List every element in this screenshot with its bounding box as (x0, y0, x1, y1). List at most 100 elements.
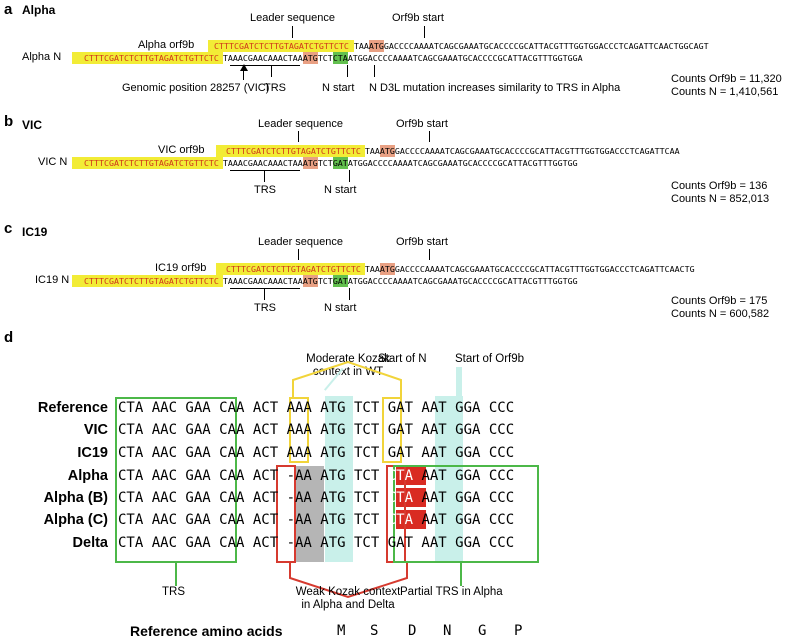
panel-a-orf9b-start-label: Orf9b start (392, 12, 444, 24)
amino-acid: G (478, 623, 487, 638)
weak-kozak-chevron (289, 562, 408, 599)
start-of-orf9b-shading (435, 396, 463, 562)
panel-b-orf9b-start-label: Orf9b start (396, 118, 448, 130)
seq-segment: ATGGACCCCAAAATCAGCGAAATGCACCCCGCATTACGTT… (347, 276, 578, 286)
panel-d-letter: d (4, 329, 14, 346)
seq-segment: GACCCCAAAATCAGCGAAATGCACCCCGCATTACGTTTGG… (394, 146, 680, 156)
codon-row-delta: CTA AAC GAA CAA ACT -AA ATG TCT GAT AAT … (118, 535, 515, 551)
kozak-wt-box-right (382, 397, 402, 463)
seq-segment: TCT (317, 276, 333, 286)
panel-c-row1-seq: CTTTCGATCTCTTGTAGATCTGTTCTC TAA ATG GACC… (216, 263, 695, 275)
partial-trs-label: Partial TRS in Alpha (400, 586, 503, 598)
arrow-up-icon (240, 64, 248, 71)
seq-segment: TAA (353, 41, 369, 51)
panel-a-title: Alpha (22, 3, 56, 17)
panel-c-orf9b-tick (429, 249, 431, 260)
panel-b-trs-label: TRS (254, 184, 276, 196)
trs-bottom-label: TRS (162, 586, 185, 598)
mutation-codon: CTA (332, 52, 348, 64)
panel-b-letter: b (4, 113, 14, 130)
codon-segment: CTA AAC GAA CAA ACT -AA ATG TCT (118, 490, 388, 506)
panel-c-title: IC19 (22, 225, 48, 239)
panel-a-mutation-tick (374, 65, 376, 77)
panel-c-counts-orf9b: Counts Orf9b = 175 (671, 295, 768, 307)
deletion-shading (294, 466, 324, 562)
panel-a-letter: a (4, 1, 13, 18)
panel-a-genomic-label: Genomic position 28257 (VIC) (122, 82, 270, 94)
leader-highlight: CTTTCGATCTCTTGTAGATCTGTTCTC (72, 157, 223, 169)
panel-b-row1-seq: CTTTCGATCTCTTGTAGATCTGTTCTC TAA ATG GACC… (216, 145, 680, 157)
seq-segment: TAA (364, 264, 380, 274)
weak-kozak-box-left (276, 465, 296, 563)
codon-row-ic19: CTA AAC GAA CAA ACT AAA ATG TCT GAT AAT … (118, 445, 515, 461)
panel-c-leader-label: Leader sequence (258, 236, 344, 248)
start-of-orf9b-pointer (456, 367, 462, 396)
panel-c-counts-n: Counts N = 600,582 (671, 308, 770, 320)
panel-b-trs-tick (264, 170, 266, 182)
trs-box (115, 397, 237, 563)
panel-a-orf9b-tick (424, 26, 426, 38)
mutated-codon: CTA (387, 512, 414, 528)
panel-a-trs-label: TRS (264, 82, 286, 94)
panel-a-nstart-tick (347, 65, 349, 77)
mutated-codon: CTA (387, 468, 414, 484)
codon-row-alpha-b: CTA AAC GAA CAA ACT -AA ATG TCT CTA AAT … (118, 488, 514, 508)
panel-a-leader-label: Leader sequence (250, 12, 336, 24)
panel-b-row1-label: VIC orf9b (158, 144, 205, 156)
seq-segment: ATGGACCCCAAAATCAGCGAAATGCACCCCGCATTACGTT… (347, 53, 583, 63)
panel-b-orf9b-tick (429, 131, 431, 142)
orf9b-start-codon: ATG (379, 145, 395, 157)
orf9b-start-codon: ATG (379, 263, 395, 275)
gat-codon: GAT (332, 157, 348, 169)
panel-c-row2-label: IC19 N (35, 274, 70, 286)
panel-a-counts-orf9b: Counts Orf9b = 11,320 (671, 73, 782, 85)
seq-segment: TCT (317, 158, 333, 168)
amino-acid: M (337, 623, 346, 638)
codon-row-vic: CTA AAC GAA CAA ACT AAA ATG TCT GAT AAT … (118, 422, 515, 438)
codon-segment: CTA AAC GAA CAA ACT -AA ATG TCT (118, 512, 388, 528)
panel-c-row1-label: IC19 orf9b (155, 262, 207, 274)
amino-acid: D (408, 623, 417, 638)
row-label-reference: Reference (37, 400, 108, 416)
panel-b-row2-label: VIC N (38, 156, 68, 168)
panel-c-letter: c (4, 220, 13, 237)
panel-b-nstart-label: N start (324, 184, 357, 196)
panel-c-trs-tick (264, 288, 266, 300)
codon-segment: CTA AAC GAA CAA ACT -AA ATG TCT (118, 468, 388, 484)
seq-segment: ATGGACCCCAAAATCAGCGAAATGCACCCCGCATTACGTT… (347, 158, 578, 168)
panel-a-leader-tick (292, 26, 294, 38)
panel-b-counts-n: Counts N = 852,013 (671, 193, 770, 205)
panel-a-arrow-shaft (243, 70, 245, 80)
reference-amino-acids-title: Reference amino acids (130, 623, 283, 638)
panel-a-row1-seq: CTTTCGATCTCTTGTAGATCTGTTCTC TAA ATG GACC… (208, 40, 709, 52)
codon-segment: AAT GGA CCC (413, 468, 515, 484)
kozak-wt-box-left (289, 397, 309, 463)
panel-c-trs-label: TRS (254, 302, 276, 314)
leader-highlight: CTTTCGATCTCTTGTAGATCTGTTCTC (72, 52, 223, 64)
leader-highlight: CTTTCGATCTCTTGTAGATCTGTTCTC (72, 275, 223, 287)
panel-c-leader-tick (298, 249, 300, 260)
seq-segment: GACCCCAAAATCAGCGAAATGCACCCCGCATTACGTTTGG… (394, 264, 695, 274)
panel-c-orf9b-start-label: Orf9b start (396, 236, 448, 248)
n-start-codon: ATG (302, 157, 318, 169)
panel-a-mutation-label: N D3L mutation increases similarity to T… (369, 82, 621, 94)
seq-segment: TCT (317, 53, 333, 63)
panel-c-nstart-tick (349, 288, 351, 300)
mutation-fill (396, 488, 426, 507)
partial-trs-box (393, 465, 539, 563)
panel-c-row2-seq: CTTTCGATCTCTTGTAGATCTGTTCTC TAAACGAACAAA… (72, 275, 578, 287)
mutation-fill (396, 510, 426, 529)
panel-a-nstart-label: N start (322, 82, 355, 94)
codon-segment: AAT GGA CCC (413, 490, 515, 506)
row-label-alpha-b: Alpha (B) (43, 490, 108, 506)
panel-b-title: VIC (22, 118, 43, 132)
panel-a-counts-n: Counts N = 1,410,561 (671, 86, 779, 98)
start-of-orf9b-label: Start of Orf9b (455, 353, 525, 365)
seq-segment: GACCCCAAAATCAGCGAAATGCACCCCGCATTACGTTTGG… (383, 41, 709, 51)
amino-acid: P (514, 623, 523, 638)
panel-b-counts-orf9b: Counts Orf9b = 136 (671, 180, 768, 192)
panel-b-nstart-tick (349, 170, 351, 182)
row-label-ic19: IC19 (77, 445, 108, 461)
